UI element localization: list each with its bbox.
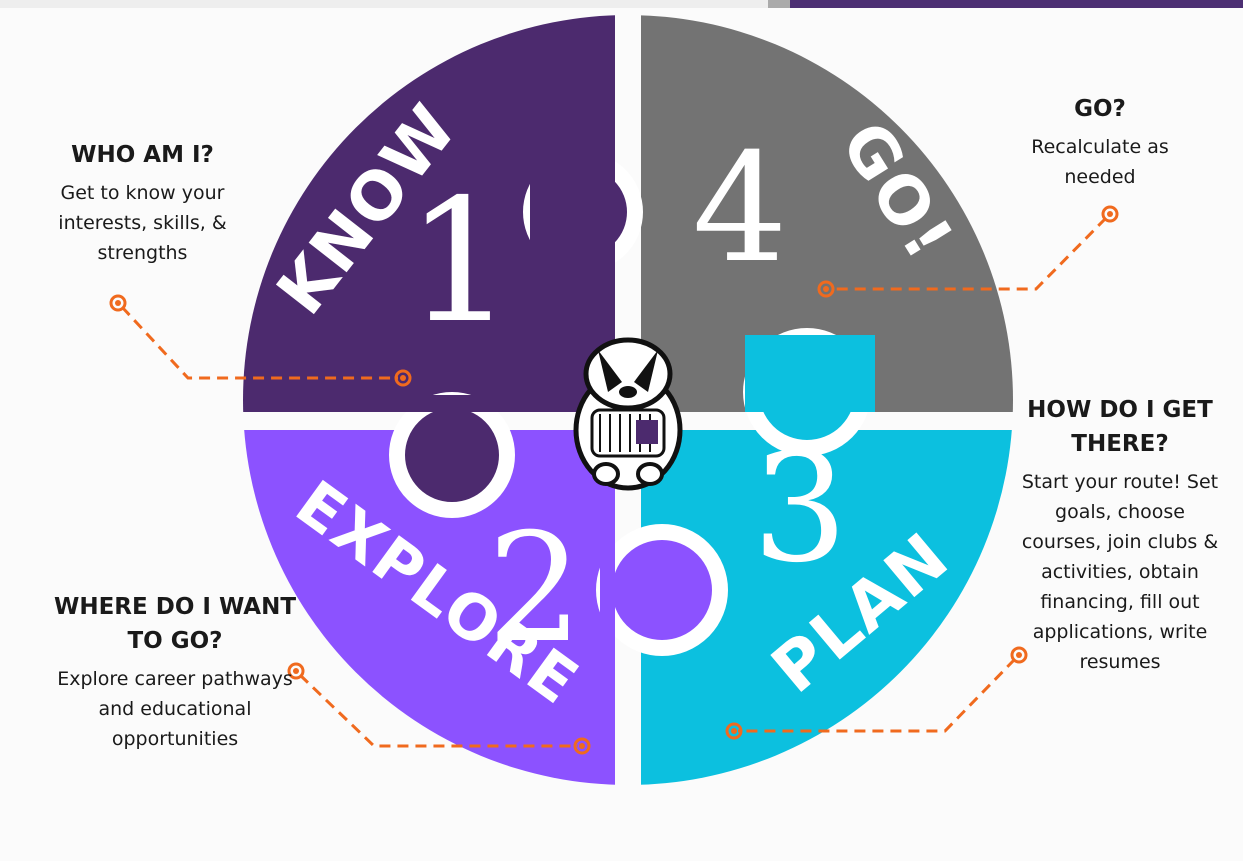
top-bar-left — [0, 0, 768, 8]
badger-mascot-icon — [573, 337, 683, 491]
callout-text-plan: Start your route! Set goals, choose cour… — [1021, 471, 1219, 673]
connector-go — [830, 216, 1108, 291]
connector-dot-icon — [394, 369, 412, 387]
top-bar-right — [790, 0, 1243, 8]
connector-dot-icon — [1101, 205, 1119, 223]
callout-heading-explore: WHERE DO I WANT TO GO? — [53, 594, 297, 654]
step-number-4: 4 — [692, 122, 787, 296]
connector-explore — [298, 673, 578, 748]
connector-dot-icon — [573, 737, 591, 755]
top-bar-scroll-thumb — [768, 0, 790, 8]
callout-heading-know: WHO AM I? — [71, 142, 214, 168]
callout-heading-plan: HOW DO I GET THERE? — [1027, 397, 1213, 457]
connector-dot-icon — [109, 294, 127, 312]
connector-dot-icon — [287, 662, 305, 680]
connector-dot-icon — [1010, 646, 1028, 664]
tab-know-to-explore — [389, 392, 515, 518]
connector-know — [120, 305, 398, 380]
connector-dot-icon — [725, 722, 743, 740]
connector-dot-icon — [817, 280, 835, 298]
callout-know: WHO AM I? Get to know your interests, sk… — [20, 138, 265, 268]
callout-go: GO? Recalculate as needed — [1000, 92, 1200, 192]
callout-explore: WHERE DO I WANT TO GO? Explore career pa… — [50, 590, 300, 754]
tab-plan-to-explore — [596, 524, 728, 656]
step-number-1: 1 — [406, 163, 514, 361]
callout-text-know: Get to know your interests, skills, & st… — [58, 182, 227, 264]
callout-text-explore: Explore career pathways and educational … — [57, 668, 293, 750]
connector-plan — [738, 657, 1017, 733]
step-number-2: 2 — [487, 502, 582, 676]
callout-plan: HOW DO I GET THERE? Start your route! Se… — [1020, 393, 1220, 677]
step-number-3: 3 — [752, 422, 847, 596]
callout-text-go: Recalculate as needed — [1031, 136, 1169, 188]
callout-heading-go: GO? — [1074, 96, 1126, 122]
